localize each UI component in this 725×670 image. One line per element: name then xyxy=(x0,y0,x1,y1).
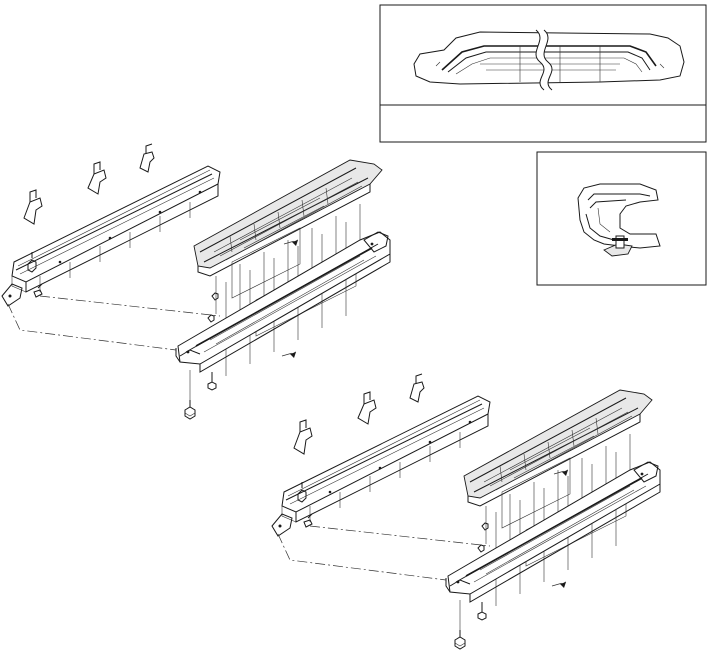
clip-section xyxy=(577,183,661,257)
left-running-board-assembly xyxy=(1,143,391,420)
step-pad-profile xyxy=(413,29,685,91)
right-running-board-assembly xyxy=(271,373,661,650)
step-pad-profile-detail xyxy=(379,4,707,143)
clip-section-detail xyxy=(536,151,707,286)
